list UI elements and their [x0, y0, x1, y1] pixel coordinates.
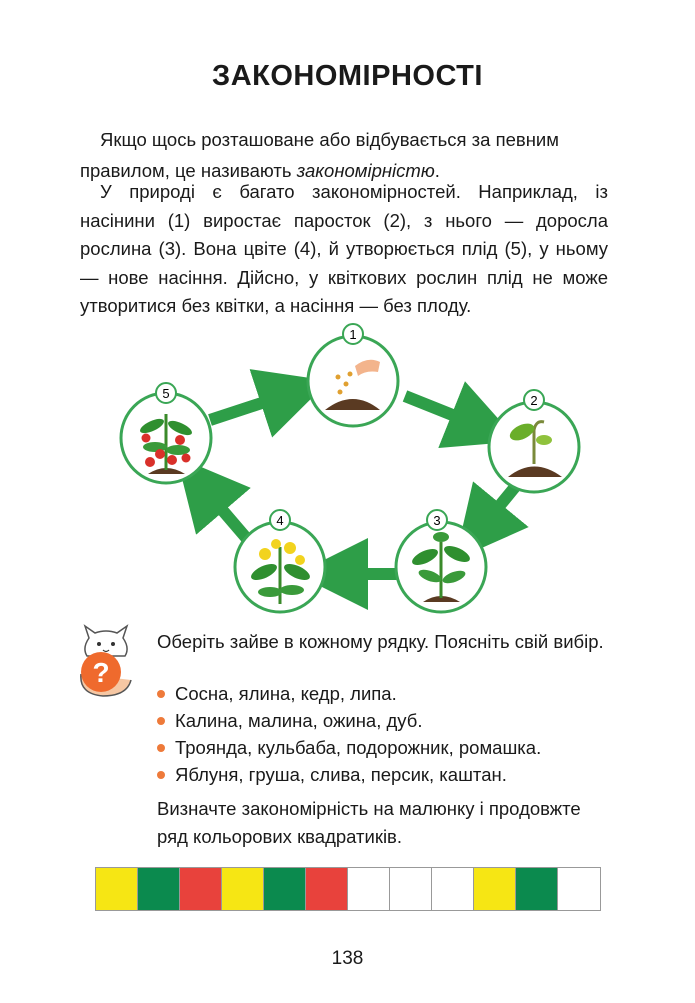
term-pattern: закономірністю [296, 160, 435, 181]
list-item-text: Яблуня, груша, слива, персик, каштан. [175, 764, 507, 785]
list-item-text: Сосна, ялина, кедр, липа. [175, 683, 397, 704]
plant-life-cycle-diagram: 1 2 3 4 [119, 323, 581, 614]
arrow-5-to-1 [208, 369, 330, 438]
arrow-1-to-2 [402, 381, 519, 449]
color-square [348, 868, 390, 910]
task2-prompt: Визначте закономірність на малюнку і про… [157, 798, 581, 847]
color-square [180, 868, 222, 910]
stage-4-number: 4 [276, 513, 283, 528]
stage-5-number: 5 [162, 386, 169, 401]
intro-line-2-text: правилом, це називають [80, 160, 297, 181]
list-item: Сосна, ялина, кедр, липа. [157, 680, 607, 707]
stage-4-flowering [233, 509, 327, 614]
color-square [432, 868, 474, 910]
color-square [516, 868, 558, 910]
color-square [264, 868, 306, 910]
intro-line-2-end: . [434, 160, 440, 181]
stage-1-seeds [306, 323, 400, 428]
color-square [390, 868, 432, 910]
color-square [138, 868, 180, 910]
color-squares-row [95, 867, 601, 911]
stage-2-sprout [487, 389, 581, 494]
arrow-2-to-3 [455, 481, 529, 560]
arrow-4-to-5 [176, 456, 253, 544]
task1-list: Сосна, ялина, кедр, липа. Калина, малина… [157, 680, 607, 788]
page-number: 138 [331, 948, 364, 969]
list-item-text: Троянда, кульбаба, подорожник, ромашка. [175, 737, 542, 758]
stage-1-number: 1 [349, 327, 356, 342]
task1-prompt: Оберіть зайве в кожному рядку. Поясніть … [157, 631, 604, 652]
stage-3-number: 3 [433, 513, 440, 528]
list-item: Троянда, кульбаба, подорожник, ромашка. [157, 734, 607, 761]
stage-2-number: 2 [530, 393, 537, 408]
list-item: Яблуня, груша, слива, персик, каштан. [157, 761, 607, 788]
bullet-icon [157, 690, 165, 698]
color-square [306, 868, 348, 910]
bullet-icon [157, 771, 165, 779]
page-title: ЗАКОНОМІРНОСТІ [212, 60, 483, 92]
color-square [222, 868, 264, 910]
color-square [96, 868, 138, 910]
list-item-text: Калина, малина, ожина, дуб. [175, 710, 423, 731]
intro-paragraph-2: У природі є багато закономірностей. Напр… [80, 181, 608, 316]
bullet-icon [157, 744, 165, 752]
bullet-icon [157, 717, 165, 725]
list-item: Калина, малина, ожина, дуб. [157, 707, 607, 734]
intro-line-2: правилом, це називають закономірністю. [80, 157, 608, 186]
question-cat-icon: ? [80, 624, 132, 697]
svg-text:?: ? [92, 657, 109, 688]
color-square [474, 868, 516, 910]
intro-line-1: Якщо щось розташоване або відбувається з… [100, 129, 559, 150]
stage-3-adult-plant [394, 509, 488, 614]
stage-5-fruit [119, 382, 213, 485]
color-square [558, 868, 600, 910]
